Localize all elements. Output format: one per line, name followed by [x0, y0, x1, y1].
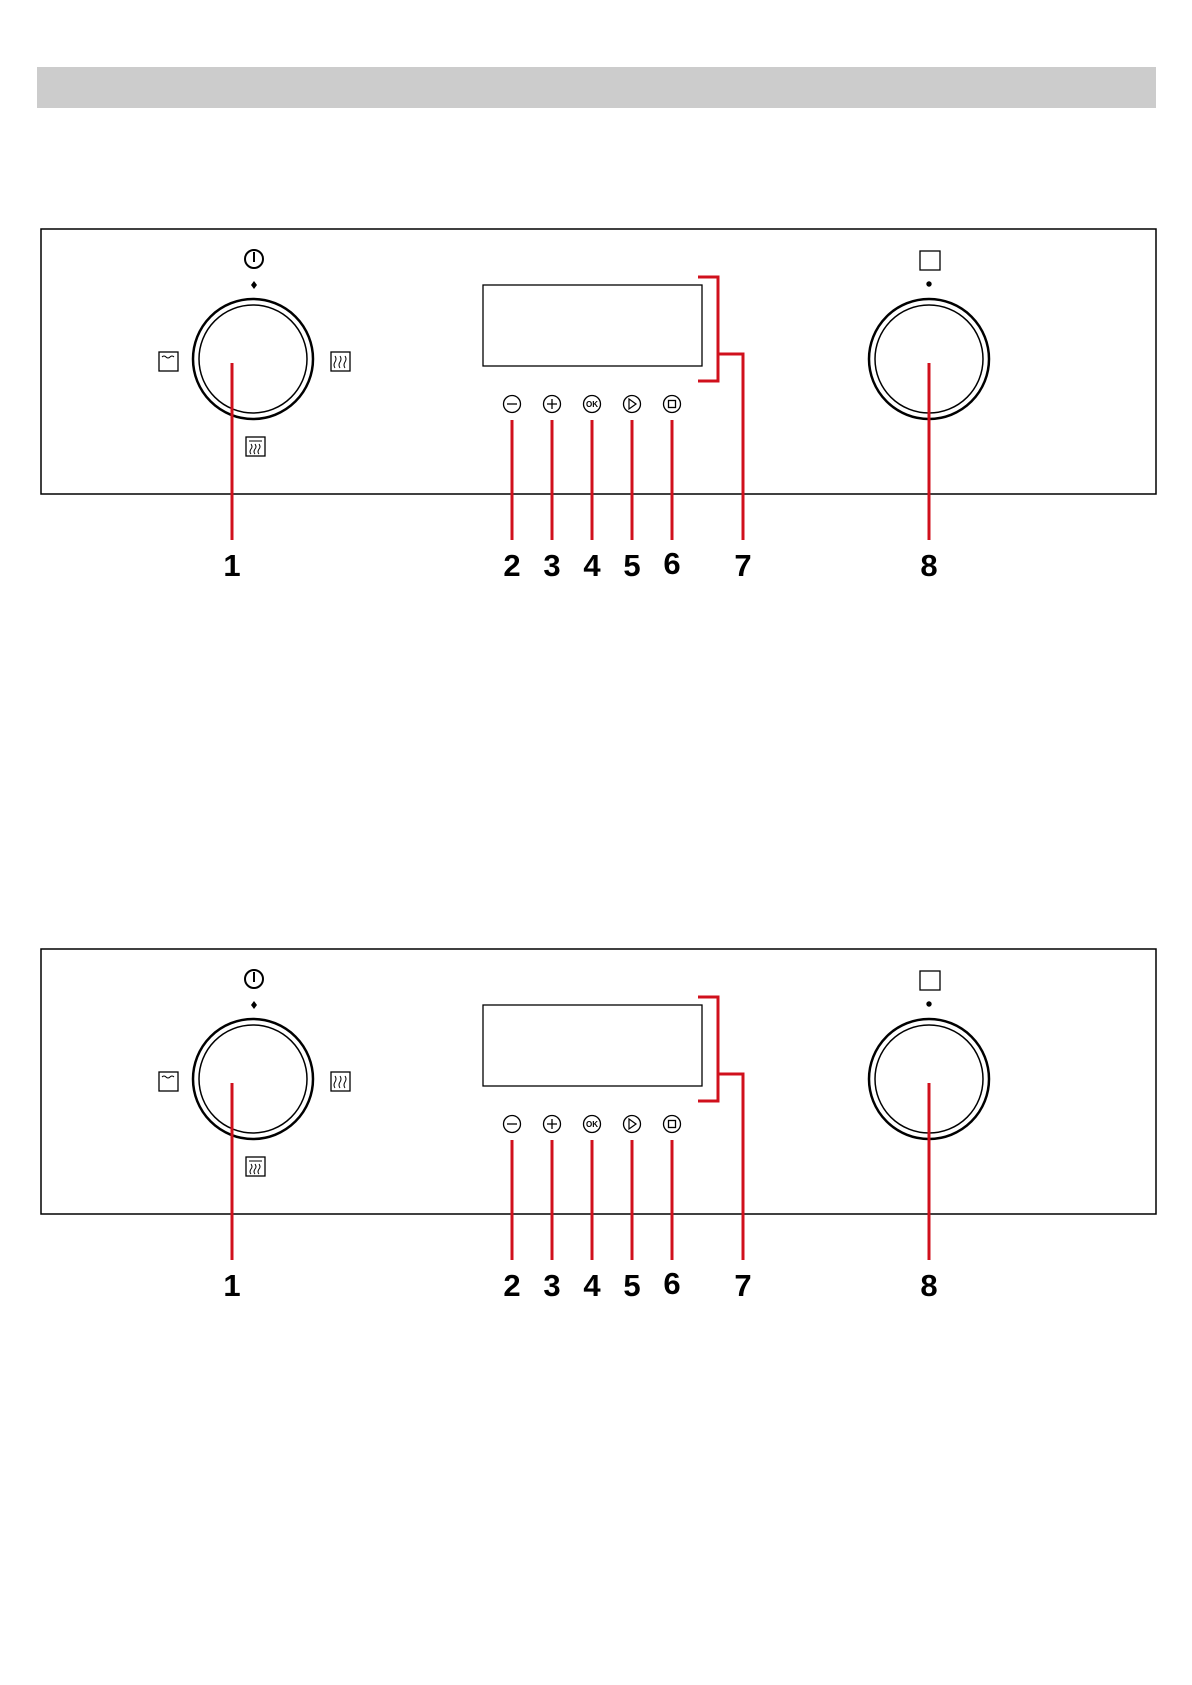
header-bar [37, 67, 1156, 108]
start-button[interactable] [624, 396, 641, 413]
callout-label: 6 [663, 546, 680, 581]
leader-lines [232, 997, 929, 1260]
callout-label: 7 [734, 1268, 751, 1303]
ok-button[interactable]: OK [584, 1116, 601, 1133]
callout-label: 7 [734, 548, 751, 583]
knob-position-dot [926, 281, 931, 286]
stop-icon [669, 1121, 676, 1128]
conventional-heat-icon [159, 1072, 178, 1091]
stop-icon [669, 401, 676, 408]
ok-button[interactable]: OK [584, 396, 601, 413]
callout-label: 1 [223, 1268, 240, 1303]
callout-label: 2 [503, 1268, 520, 1303]
ok-icon: OK [586, 1120, 598, 1129]
plus-icon [547, 1119, 557, 1129]
conventional-heat-icon [159, 352, 178, 371]
power-icon [245, 250, 263, 268]
fan-grill-icon [246, 1157, 265, 1176]
function-selector-knob[interactable] [193, 299, 313, 419]
stop-button[interactable] [664, 1116, 681, 1133]
callout-label: 5 [623, 1268, 640, 1303]
power-icon [245, 970, 263, 988]
callout-label: 4 [583, 548, 601, 583]
display-screen [483, 1005, 702, 1086]
plus-button[interactable] [544, 396, 561, 413]
start-button[interactable] [624, 1116, 641, 1133]
callout-label: 2 [503, 548, 520, 583]
knob-position-dot [926, 1001, 931, 1006]
minus-button[interactable] [504, 1116, 521, 1133]
plus-button[interactable] [544, 1116, 561, 1133]
grill-icon [331, 352, 350, 371]
callout-label: 3 [543, 1268, 560, 1303]
play-icon [629, 1119, 636, 1129]
callout-label: 1 [223, 548, 240, 583]
callout-label: 3 [543, 548, 560, 583]
callout-label: 8 [920, 548, 937, 583]
leader-lines [232, 277, 929, 540]
callout-label: 5 [623, 548, 640, 583]
callout-label: 4 [583, 1268, 601, 1303]
control-panel-diagram-top: OK 1 2 3 4 5 6 7 8 [0, 220, 1192, 590]
callout-label: 6 [663, 1266, 680, 1301]
display-screen [483, 285, 702, 366]
ok-icon: OK [586, 400, 598, 409]
control-panel-diagram-bottom: OK 1 2 3 4 5 6 7 8 [0, 940, 1192, 1310]
callout-label: 8 [920, 1268, 937, 1303]
square-indicator-icon [920, 971, 940, 990]
stop-button[interactable] [664, 396, 681, 413]
plus-icon [547, 399, 557, 409]
minus-button[interactable] [504, 396, 521, 413]
square-indicator-icon [920, 251, 940, 270]
fan-grill-icon [246, 437, 265, 456]
knob-position-marker [251, 281, 257, 289]
play-icon [629, 399, 636, 409]
knob-position-marker [251, 1001, 257, 1009]
grill-icon [331, 1072, 350, 1091]
function-selector-knob[interactable] [193, 1019, 313, 1139]
